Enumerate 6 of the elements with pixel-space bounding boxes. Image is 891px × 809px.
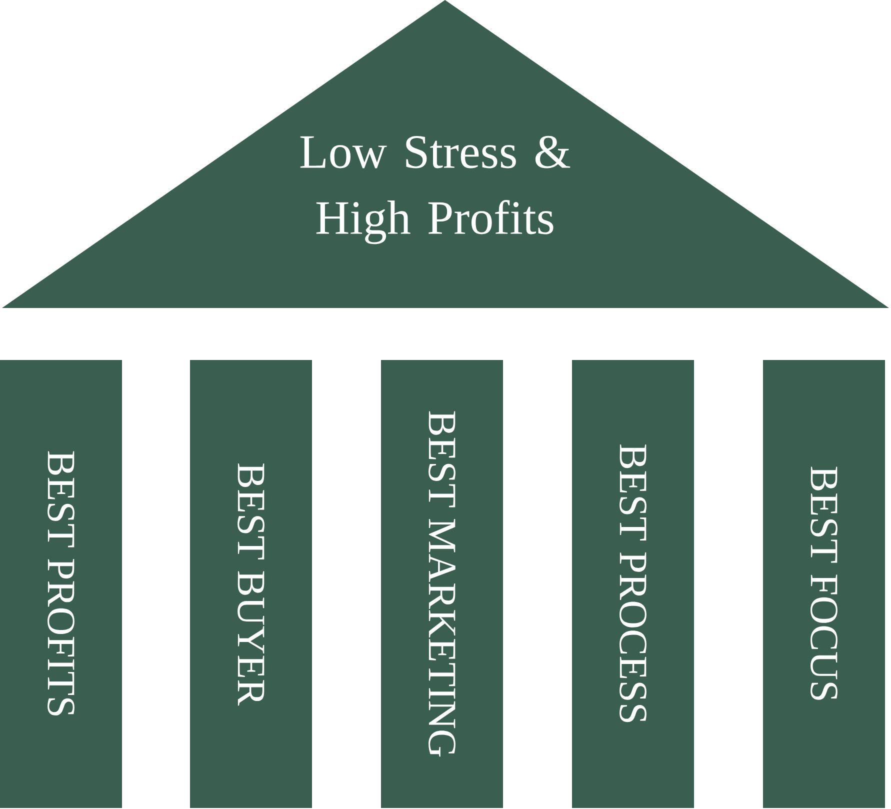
- roof-triangle: Low Stress & High Profits: [2, 0, 889, 308]
- pillar: BEST MARKETING: [381, 360, 503, 808]
- pillar: BEST BUYER: [190, 360, 312, 808]
- pillar: BEST FOCUS: [763, 360, 885, 808]
- pillar: BEST PROFITS: [0, 360, 122, 808]
- pillar: BEST PROCESS: [572, 360, 694, 808]
